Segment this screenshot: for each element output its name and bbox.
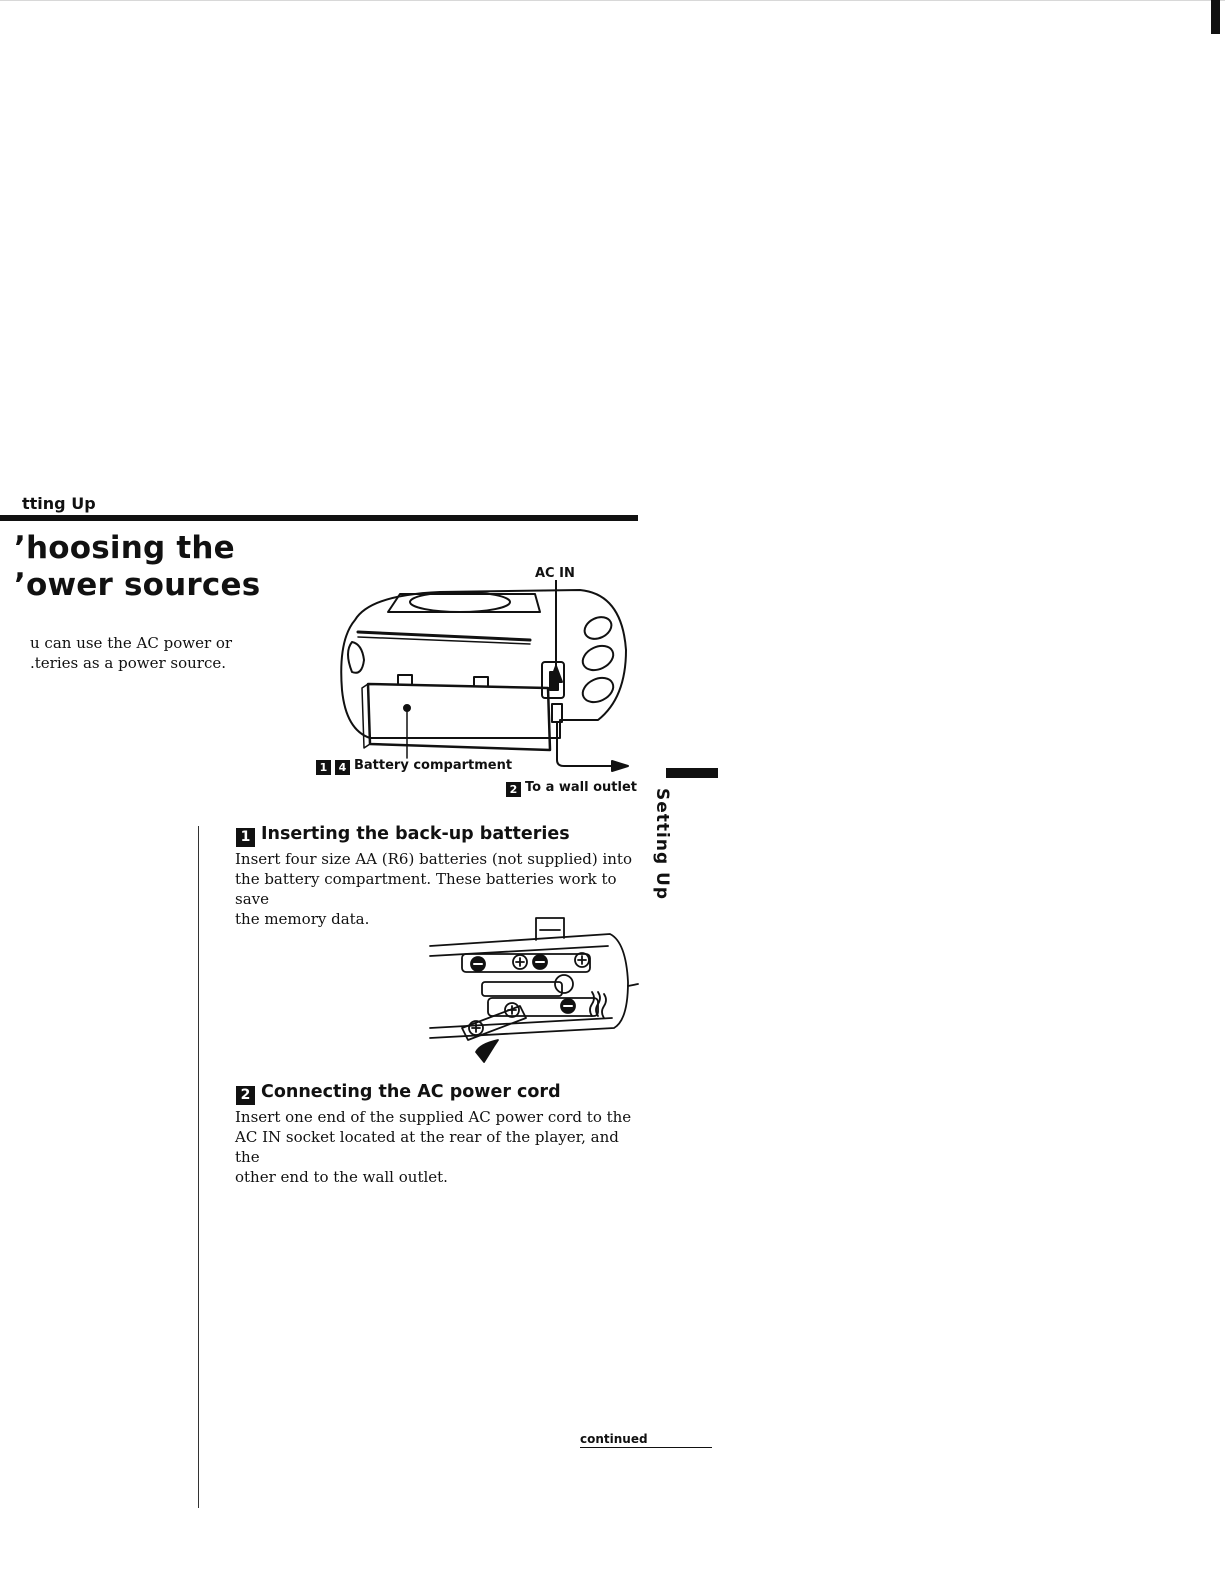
- battery-compartment-label: Battery compartment: [354, 758, 513, 773]
- section-2-body: Insert one end of the supplied AC power …: [235, 1107, 645, 1187]
- ac-in-label: AC IN: [535, 566, 575, 581]
- section-2-line-1: Insert one end of the supplied AC power …: [235, 1108, 632, 1126]
- section-1-number: 1: [236, 828, 255, 847]
- callout-number-1: 1: [316, 760, 331, 775]
- section-2-heading: 2 Connecting the AC power cord: [236, 1082, 561, 1105]
- page-title-line-1: ʼhoosing the: [14, 530, 235, 566]
- section-2-title: Connecting the AC power cord: [261, 1082, 561, 1102]
- corner-mark: [1211, 0, 1220, 34]
- callout-number-2: 2: [506, 782, 521, 797]
- callout-number-4: 4: [335, 760, 350, 775]
- intro-line-1: u can use the AC power or: [30, 634, 233, 652]
- wall-outlet-callout: 2 To a wall outlet: [506, 780, 637, 797]
- wall-outlet-label: To a wall outlet: [525, 780, 638, 795]
- continued-label: continued: [580, 1432, 648, 1446]
- section-1-body: Insert four size AA (R6) batteries (not …: [235, 849, 645, 929]
- section-1-title: Inserting the back-up batteries: [261, 824, 570, 844]
- intro-paragraph: u can use the AC power or .teries as a p…: [30, 633, 232, 673]
- column-divider: [198, 826, 199, 1508]
- side-tab-label: Setting Up: [652, 788, 672, 901]
- section-1-line-2: the battery compartment. These batteries…: [235, 870, 617, 908]
- section-2-line-3: other end to the wall outlet.: [235, 1168, 448, 1186]
- section-1-line-1: Insert four size AA (R6) batteries (not …: [235, 850, 632, 868]
- section-2-number: 2: [236, 1086, 255, 1105]
- player-rear-illustration: [340, 580, 629, 772]
- top-edge-line: [0, 0, 1225, 1]
- battery-insertion-illustration: [429, 917, 639, 1063]
- page-title: ʼhoosing the ʼower sources: [14, 530, 260, 604]
- intro-line-2: .teries as a power source.: [30, 654, 226, 672]
- header-rule: [0, 515, 638, 521]
- section-2-line-2: AC IN socket located at the rear of the …: [235, 1128, 619, 1166]
- page-title-line-2: ʼower sources: [14, 567, 261, 603]
- section-1-heading: 1 Inserting the back-up batteries: [236, 824, 570, 847]
- side-tab-bar: [666, 768, 718, 778]
- continued-rule: [580, 1447, 712, 1448]
- section-header-label: tting Up: [22, 494, 96, 513]
- section-1-line-3: the memory data.: [235, 910, 370, 928]
